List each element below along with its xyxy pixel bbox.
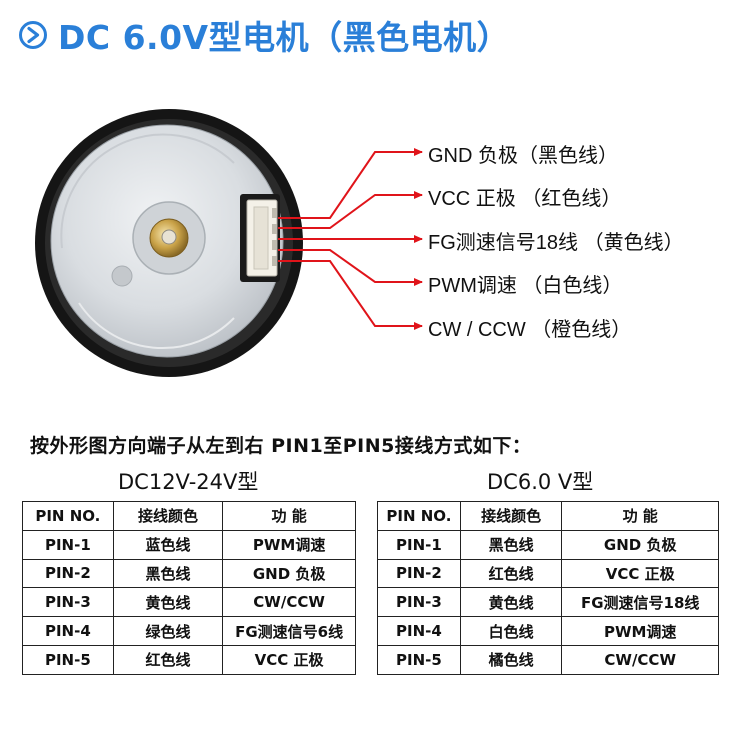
pin-table-6v: PIN NO. 接线颜色 功 能 PIN-1 黑色线 GND 负极 PIN-2 … [377,501,719,675]
cell-function: PWM调速 [561,616,719,646]
cell-pin: PIN-5 [377,644,461,675]
header-function: 功 能 [561,501,719,531]
page-title-row: DC 6.0V型电机（黑色电机） [18,10,510,60]
cell-color: 红色线 [112,644,224,675]
cell-color: 绿色线 [112,616,224,646]
header-function: 功 能 [222,501,356,531]
wire-label-vcc: VCC 正极 （红色线） [428,188,622,210]
table-row: PIN-1 黑色线 GND 负极 [377,529,719,560]
cell-function: PWM调速 [222,529,356,560]
cell-pin: PIN-4 [377,616,461,646]
cell-function: GND 负极 [222,558,356,589]
play-circle-icon [19,21,47,49]
motor-image [35,109,303,377]
table-header-row: PIN NO. 接线颜色 功 能 [22,501,356,531]
cell-pin: PIN-3 [377,587,461,618]
table-row: PIN-2 黑色线 GND 负极 [22,558,356,589]
table-row: PIN-1 蓝色线 PWM调速 [22,529,356,560]
cell-function: VCC 正极 [561,558,719,589]
cell-function: VCC 正极 [222,644,356,675]
table-row: PIN-2 红色线 VCC 正极 [377,558,719,589]
table-row: PIN-5 橘色线 CW/CCW [377,644,719,675]
pin-table-12-24v: PIN NO. 接线颜色 功 能 PIN-1 蓝色线 PWM调速 PIN-2 黑… [22,501,356,675]
cell-function: CW/CCW [561,644,719,675]
cell-pin: PIN-5 [22,644,114,675]
wire-label-cw-ccw: CW / CCW （橙色线） [428,319,632,341]
header-pin-no: PIN NO. [377,501,461,531]
cell-function: FG测速信号6线 [222,616,356,646]
cell-pin: PIN-2 [22,558,114,589]
cell-function: CW/CCW [222,587,356,618]
cell-color: 白色线 [459,616,563,646]
cell-color: 黄色线 [112,587,224,618]
header-pin-no: PIN NO. [22,501,114,531]
page-title: DC 6.0V型电机（黑色电机） [58,18,511,57]
cell-color: 橘色线 [459,644,563,675]
wiring-instruction: 按外形图方向端子从左到右 PIN1至PIN5接线方式如下： [30,435,532,457]
cell-pin: PIN-4 [22,616,114,646]
table-row: PIN-4 绿色线 FG测速信号6线 [22,616,356,646]
table-row: PIN-3 黄色线 CW/CCW [22,587,356,618]
cell-color: 红色线 [459,558,563,589]
wire-label-pwm: PWM调速 （白色线） [428,275,623,297]
cell-pin: PIN-3 [22,587,114,618]
table-row: PIN-4 白色线 PWM调速 [377,616,719,646]
cell-function: GND 负极 [561,529,719,560]
wire-label-gnd: GND 负极（黑色线） [428,145,618,167]
header-wire-color: 接线颜色 [459,501,563,531]
cell-color: 黑色线 [459,529,563,560]
table-header-row: PIN NO. 接线颜色 功 能 [377,501,719,531]
cell-pin: PIN-2 [377,558,461,589]
header-wire-color: 接线颜色 [112,501,224,531]
cell-pin: PIN-1 [377,529,461,560]
cell-color: 黑色线 [112,558,224,589]
cell-color: 黄色线 [459,587,563,618]
wire-label-fg: FG测速信号18线 （黄色线） [428,232,684,254]
cell-pin: PIN-1 [22,529,114,560]
table-row: PIN-5 红色线 VCC 正极 [22,644,356,675]
cell-function: FG测速信号18线 [561,587,719,618]
table-title-12-24v: DC12V-24V型 [118,470,259,494]
cell-color: 蓝色线 [112,529,224,560]
table-row: PIN-3 黄色线 FG测速信号18线 [377,587,719,618]
table-title-6v: DC6.0 V型 [487,470,594,494]
